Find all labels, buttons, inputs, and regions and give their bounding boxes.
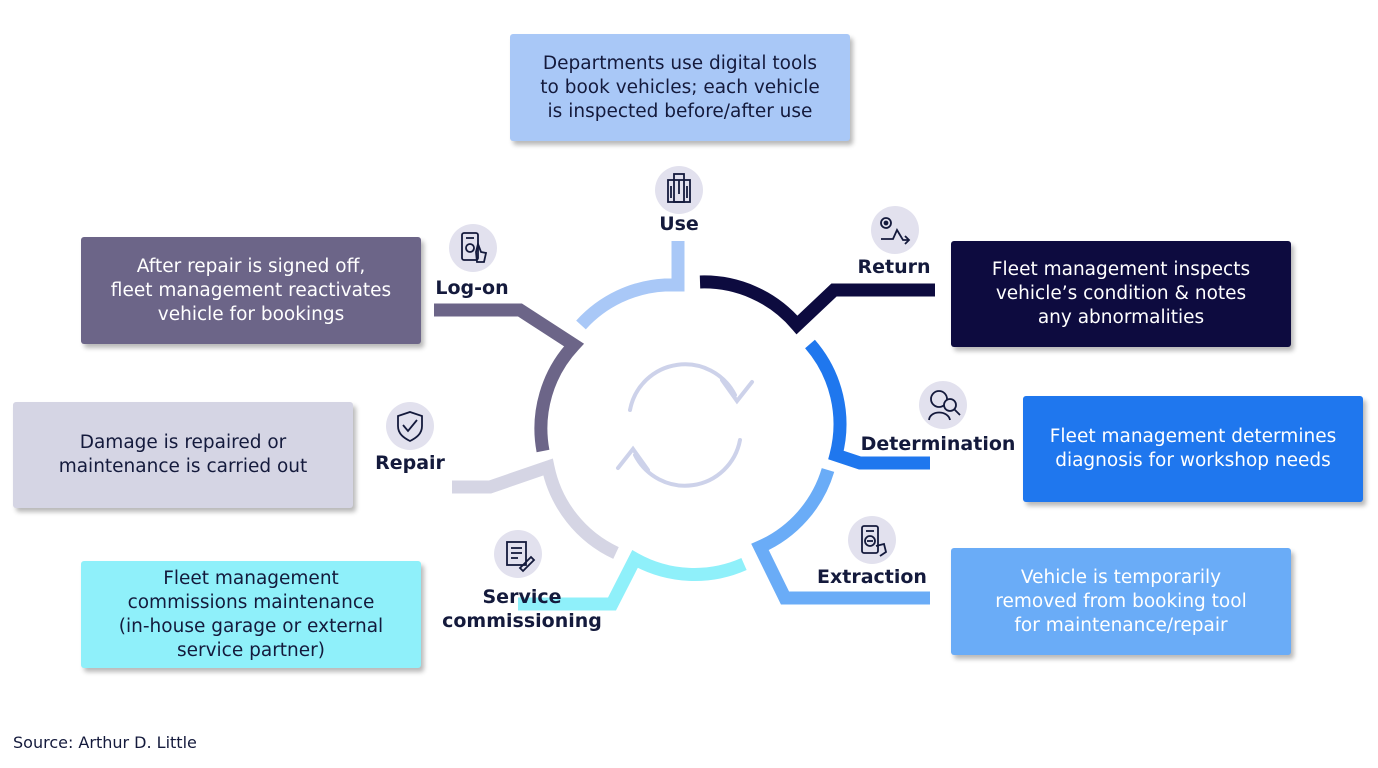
- stage-label-logon: Log-on: [435, 277, 509, 299]
- shield-check-icon: [397, 411, 423, 443]
- return-description-box: Fleet management inspects vehicle’s cond…: [951, 241, 1291, 347]
- stage-label-extraction: Extraction: [817, 566, 927, 588]
- building-icon: [667, 173, 691, 203]
- source-note: Source: Arthur D. Little: [13, 733, 197, 752]
- document-icon: [506, 541, 536, 573]
- repair-description-box: Damage is repaired or maintenance is car…: [13, 402, 353, 508]
- logon-description-box: After repair is signed off, fleet manage…: [81, 237, 421, 344]
- stage-label-service: Service commissioning: [442, 586, 602, 632]
- inspector-icon: [928, 390, 961, 421]
- stage-label-determination: Determination: [860, 433, 1016, 455]
- use-description-box: Departments use digital tools to book ve…: [510, 34, 850, 141]
- stage-label-repair: Repair: [375, 452, 445, 474]
- stage-label-return: Return: [857, 256, 931, 278]
- segment-repair: [452, 458, 619, 559]
- segment-service: [518, 550, 747, 611]
- extraction-description-box: Vehicle is temporarily removed from book…: [951, 548, 1291, 655]
- phone-remove-icon: [861, 525, 888, 557]
- segment-extraction: [751, 468, 930, 605]
- determination-description-box: Fleet management determines diagnosis fo…: [1023, 396, 1363, 502]
- segment-return: [699, 275, 935, 335]
- segment-determination: [805, 339, 930, 470]
- segment-logon: [434, 303, 585, 453]
- phone-tap-icon: [461, 232, 488, 263]
- segment-use: [576, 241, 685, 330]
- cycle-arrows-icon: [616, 362, 754, 488]
- service-description-box: Fleet management commissions maintenance…: [81, 561, 421, 668]
- route-icon: [880, 217, 911, 245]
- stage-label-use: Use: [659, 213, 699, 235]
